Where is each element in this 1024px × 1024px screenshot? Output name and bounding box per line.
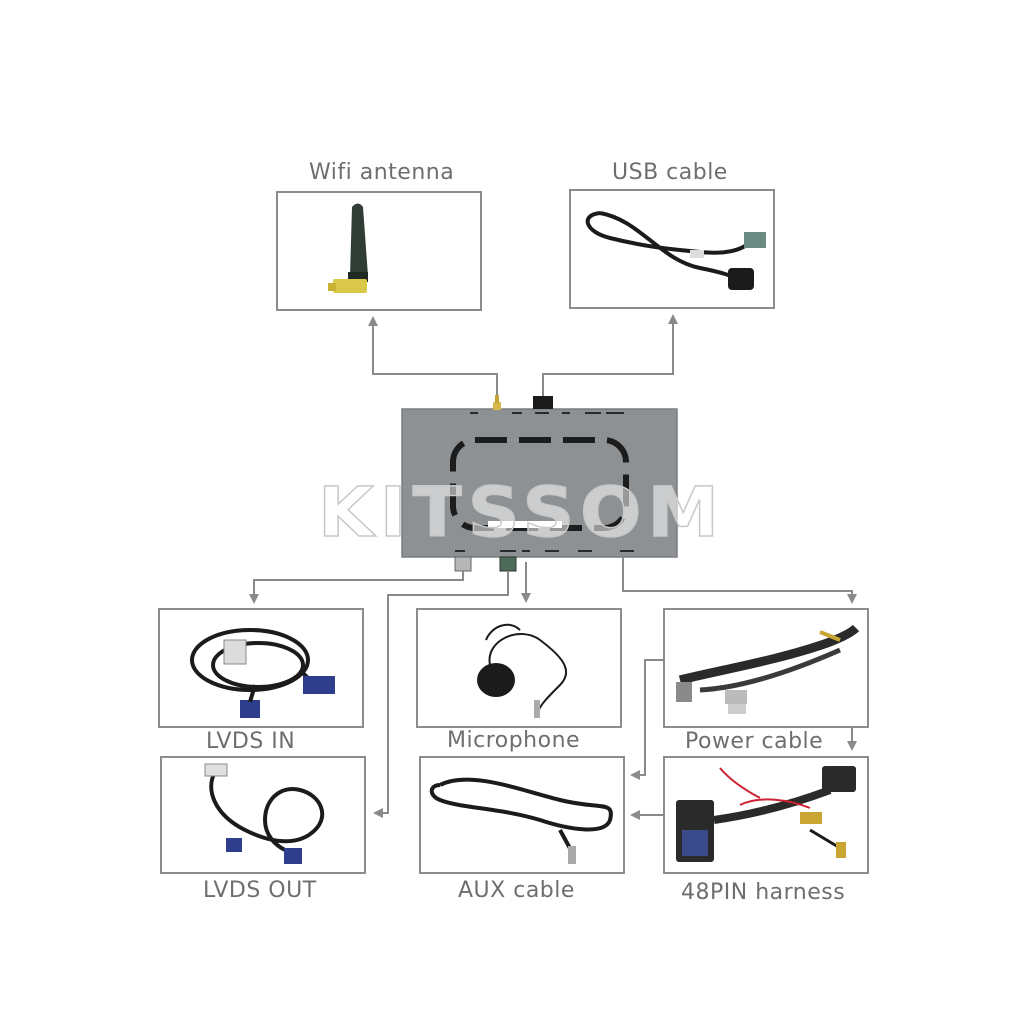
label-power-cable: Power cable [685,729,824,754]
lvds-out-port-icon [499,556,517,572]
antenna-port-icon [493,395,501,410]
label-lvds-in: LVDS IN [206,729,296,754]
power-cable-icon [676,624,860,714]
arrow-lvds-out [373,571,509,818]
label-lvds-out: LVDS OUT [203,878,317,903]
lvds-out-box [160,756,366,874]
arrow-usb [542,314,678,396]
lvds-in-cable-icon [190,628,335,718]
label-usb-cable: USB cable [612,160,728,185]
usb-port-icon [533,396,553,409]
power-cable-box [663,608,869,728]
interface-module [401,408,678,558]
label-microphone: Microphone [447,728,581,753]
wifi-antenna-icon [328,203,368,293]
arrow-lvds-in [249,571,464,604]
arrow-power-aux [630,659,663,780]
usb-cable-icon [585,211,766,290]
aux-cable-icon [429,777,613,864]
harness-48pin-icon [676,766,856,862]
wifi-antenna-box [276,191,482,311]
microphone-icon [477,623,567,718]
watermark-text: KITSSOM [317,471,726,552]
label-48pin-harness: 48PIN harness [681,880,846,905]
lvds-out-cable-icon [204,763,325,864]
label-aux-cable: AUX cable [458,878,575,903]
label-wifi-antenna: Wifi antenna [309,160,455,185]
arrow-wifi [368,316,498,395]
lvds-port-icon [454,556,472,572]
arrow-power [622,557,857,604]
microphone-box [416,608,622,728]
